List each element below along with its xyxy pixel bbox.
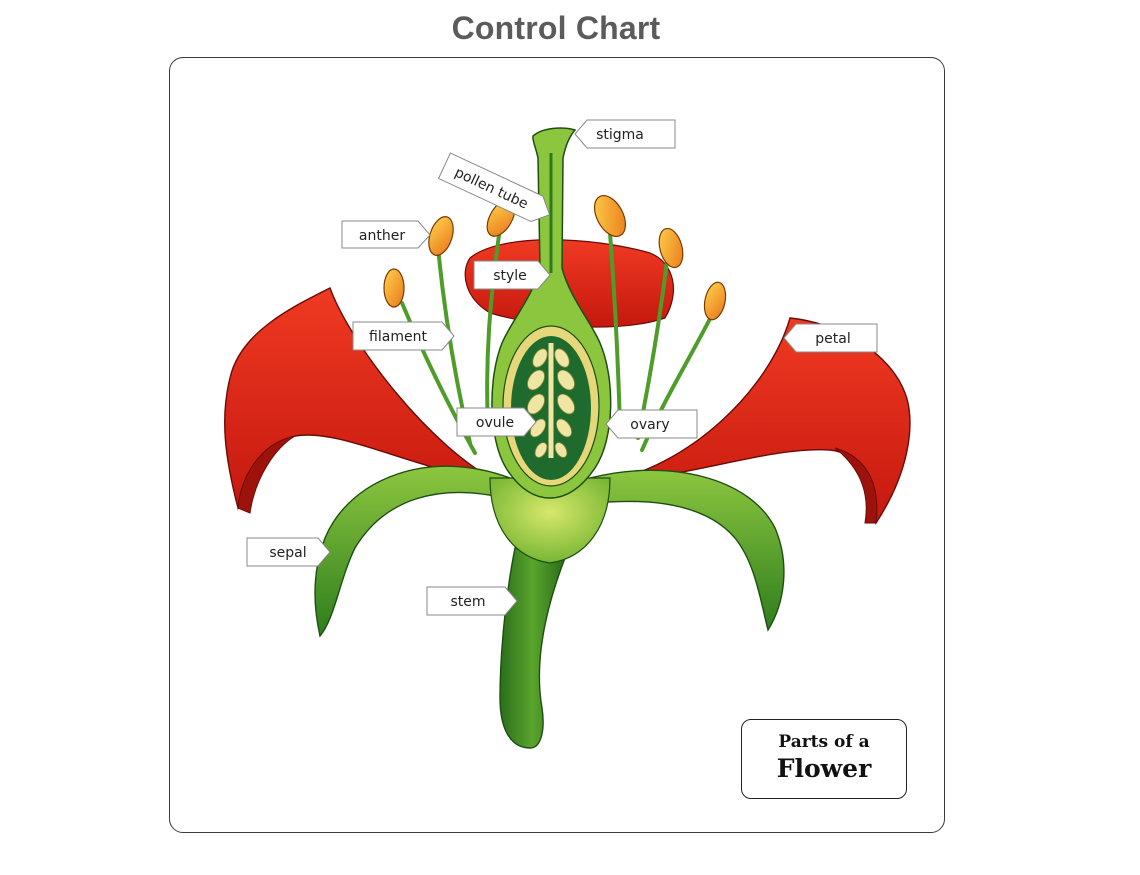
- label-sepal: sepal: [246, 537, 331, 567]
- label-ovary-text: ovary: [630, 417, 669, 433]
- label-anther: anther: [341, 220, 431, 249]
- page-title: Control Chart: [451, 10, 661, 46]
- label-stigma-text: stigma: [596, 127, 644, 143]
- label-filament-text: filament: [369, 329, 427, 345]
- pistil: [491, 127, 612, 499]
- label-anther-text: anther: [359, 228, 405, 244]
- badge-line-1: Parts of a: [778, 732, 870, 752]
- anthers: [383, 195, 727, 321]
- label-petal: petal: [783, 323, 878, 353]
- label-ovule-text: ovule: [476, 415, 514, 431]
- label-ovule: ovule: [456, 407, 537, 437]
- label-stem: stem: [426, 586, 518, 616]
- label-filament: filament: [352, 321, 455, 351]
- label-ovary: ovary: [605, 409, 698, 439]
- diagram-card: stigma pollen tube anther style filament…: [169, 57, 945, 833]
- sepals: [314, 465, 785, 638]
- label-style-text: style: [493, 268, 527, 284]
- receptacle: [489, 477, 611, 564]
- stem-shape: [499, 547, 566, 749]
- label-style: style: [473, 260, 551, 290]
- label-sepal-text: sepal: [269, 545, 306, 561]
- label-petal-text: petal: [815, 331, 850, 347]
- badge-line-2: Flower: [776, 754, 872, 783]
- ovules: [527, 343, 575, 458]
- label-stigma: stigma: [574, 119, 676, 149]
- label-stem-text: stem: [450, 594, 485, 610]
- flower-illustration: stigma pollen tube anther style filament…: [224, 119, 911, 749]
- title-badge: Parts of a Flower: [741, 719, 907, 799]
